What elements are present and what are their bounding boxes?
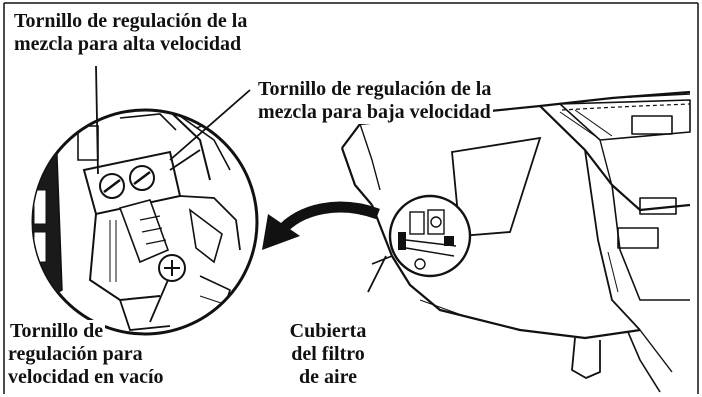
label-idle-line2: regulación para [8, 343, 143, 365]
label-filter-line3: de aire [299, 366, 357, 388]
label-idle-speed-screw: Tornillo de regulación para velocidad en… [8, 320, 164, 389]
label-filter-line2: del filtro [291, 343, 365, 365]
label-idle-line1: Tornillo de [8, 320, 106, 343]
label-low-speed-screw: Tornillo de regulación de la mezcla para… [256, 78, 494, 124]
label-idle-line3: velocidad en vacío [8, 366, 164, 388]
housing-shading [419, 109, 619, 319]
engine-housing [340, 90, 691, 393]
label-low-speed-line2: mezcla para baja velocidad [256, 101, 494, 124]
leader-lines [95, 65, 691, 323]
page-border [3, 2, 699, 394]
label-high-speed-screw: Tornillo de regulación de la mezcla para… [14, 10, 247, 56]
label-low-speed-line1: Tornillo de regulación de la [256, 78, 494, 101]
label-high-speed-line1: Tornillo de regulación de la [14, 10, 248, 32]
label-high-speed-line2: mezcla para alta velocidad [14, 33, 242, 55]
label-filter-line1: Cubierta [289, 320, 367, 342]
magnified-view [31, 108, 259, 336]
filter-cover-window [388, 194, 472, 278]
curved-arrow [262, 201, 380, 250]
label-air-filter-cover: Cubierta del filtro de aire [268, 320, 388, 389]
